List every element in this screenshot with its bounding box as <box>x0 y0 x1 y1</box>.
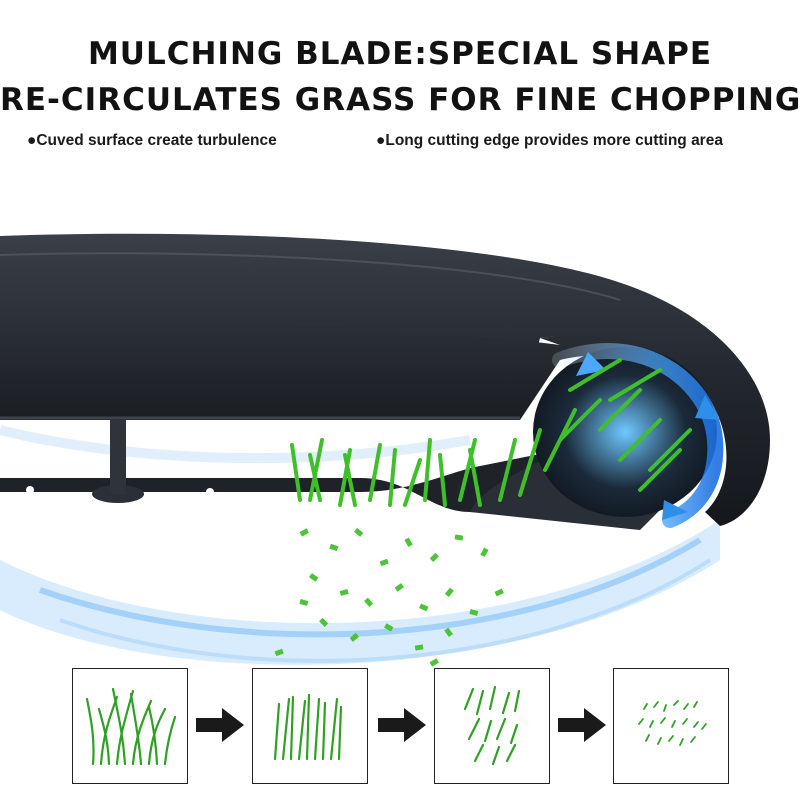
arrow-right-icon <box>196 708 244 742</box>
airflow-arrow-icon <box>695 395 720 420</box>
airflow-arrow-icon <box>662 500 688 520</box>
feature-curved-surface: ●Cuved surface create turbulence <box>27 132 277 149</box>
grass-clippings <box>274 527 504 667</box>
grass-blades <box>290 358 692 507</box>
headline-line-2: RE-CIRCULATES GRASS FOR FINE CHOPPING <box>0 82 800 118</box>
mulching-cavity <box>533 343 724 528</box>
stage-chopped-grass <box>434 668 550 784</box>
chopped-grass-icon <box>463 685 521 766</box>
arrow-right-icon <box>378 708 426 742</box>
airflow-arrow-icon <box>576 352 606 376</box>
airflow-glow <box>0 425 720 665</box>
stage-tall-grass <box>72 668 188 784</box>
arrow-right-icon <box>558 708 606 742</box>
mower-deck <box>0 233 770 526</box>
headline-line-1: MULCHING BLADE:SPECIAL SHAPE <box>87 36 713 72</box>
feature-long-cutting-edge: ●Long cutting edge provides more cutting… <box>376 132 723 149</box>
tall-grass-icon <box>85 687 177 766</box>
spindle <box>110 418 126 494</box>
stage-cut-grass <box>252 668 368 784</box>
stage-fine-clippings <box>613 668 729 784</box>
fine-clippings-icon <box>638 700 707 746</box>
cut-grass-icon <box>273 693 343 761</box>
